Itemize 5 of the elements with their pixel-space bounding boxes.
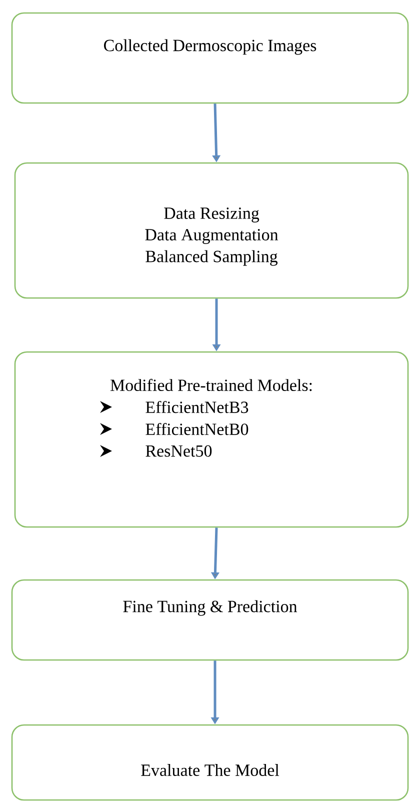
process-box: Collected Dermoscopic Images [11, 12, 409, 104]
process-box: Data Resizing Data Augmentation Balanced Sampling [14, 162, 409, 299]
process-box: Evaluate The Model [11, 724, 409, 801]
process-box: Modified Pre-trained Models: EfficientNetB3 EfficientNetB0 ResNet50 [14, 351, 409, 528]
process-box: Fine Tuning & Prediction [11, 579, 409, 661]
